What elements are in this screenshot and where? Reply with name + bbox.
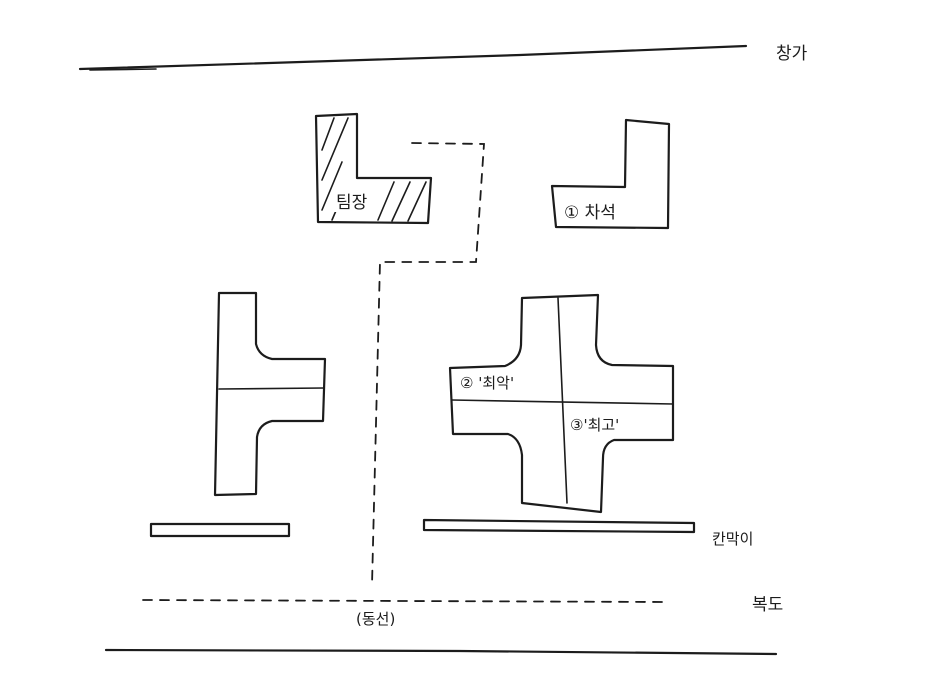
- right-desk-cluster: ② '최악' ③'최고': [448, 293, 675, 514]
- flow-path-line: [371, 142, 485, 586]
- corridor-bottom-line: [104, 648, 778, 656]
- corridor-label: 복도: [752, 595, 783, 615]
- left-desk-cluster: [213, 291, 327, 497]
- partition-label: 칸막이: [712, 530, 753, 548]
- window-line: [78, 44, 748, 71]
- seat-3-label: ③'최고': [570, 416, 619, 434]
- corridor-dashed-line: [142, 599, 667, 603]
- seat-2-label: ② '최악': [460, 374, 514, 392]
- seat-1-label: ① 차석: [564, 203, 616, 223]
- team-leader-label: 팀장: [336, 193, 368, 213]
- flow-path-label: (동선): [356, 610, 395, 628]
- partition-left: [149, 522, 291, 538]
- seat-1-desk: ① 차석: [550, 118, 671, 230]
- partition-right: [422, 518, 696, 534]
- team-leader-desk: 팀장: [314, 112, 433, 225]
- window-label: 창가: [776, 44, 808, 64]
- window-line-overstroke: [89, 68, 157, 71]
